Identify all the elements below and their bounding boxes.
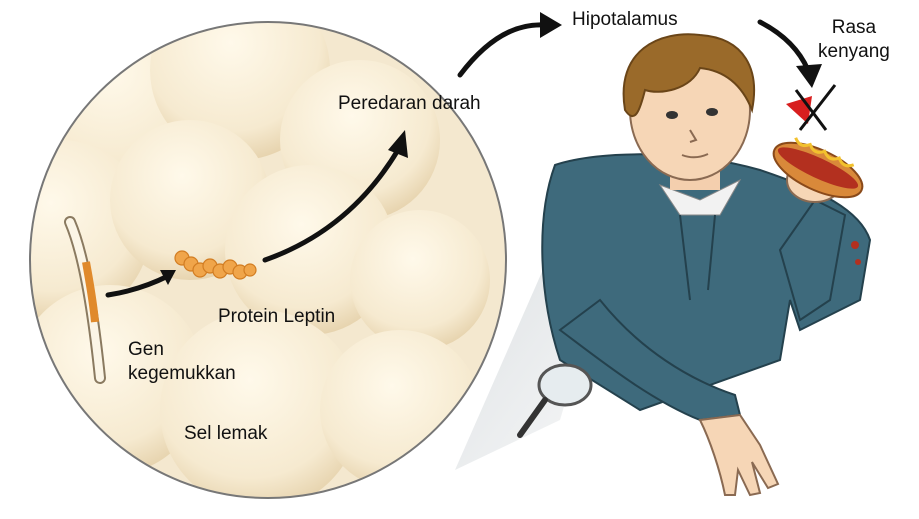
fat-cell-label: Sel lemak xyxy=(184,422,267,446)
satiety-label: Rasa kenyang xyxy=(818,16,890,64)
leptin-label: Protein Leptin xyxy=(218,305,335,329)
satiety-label-line2: kenyang xyxy=(818,40,890,64)
satiety-label-line1: Rasa xyxy=(818,16,890,40)
bloodstream-label: Peredaran darah xyxy=(338,92,481,116)
arrow-hypothalamus-to-satiety xyxy=(760,22,808,70)
gene-label: Gen kegemukkan xyxy=(128,338,236,386)
cross-icon xyxy=(786,85,835,130)
arrow-blood-to-hypothalamus xyxy=(460,25,545,75)
hypothalamus-label: Hipotalamus xyxy=(572,8,678,32)
gene-label-line1: Gen xyxy=(128,339,164,360)
gene-label-line2: kegemukkan xyxy=(128,363,236,384)
